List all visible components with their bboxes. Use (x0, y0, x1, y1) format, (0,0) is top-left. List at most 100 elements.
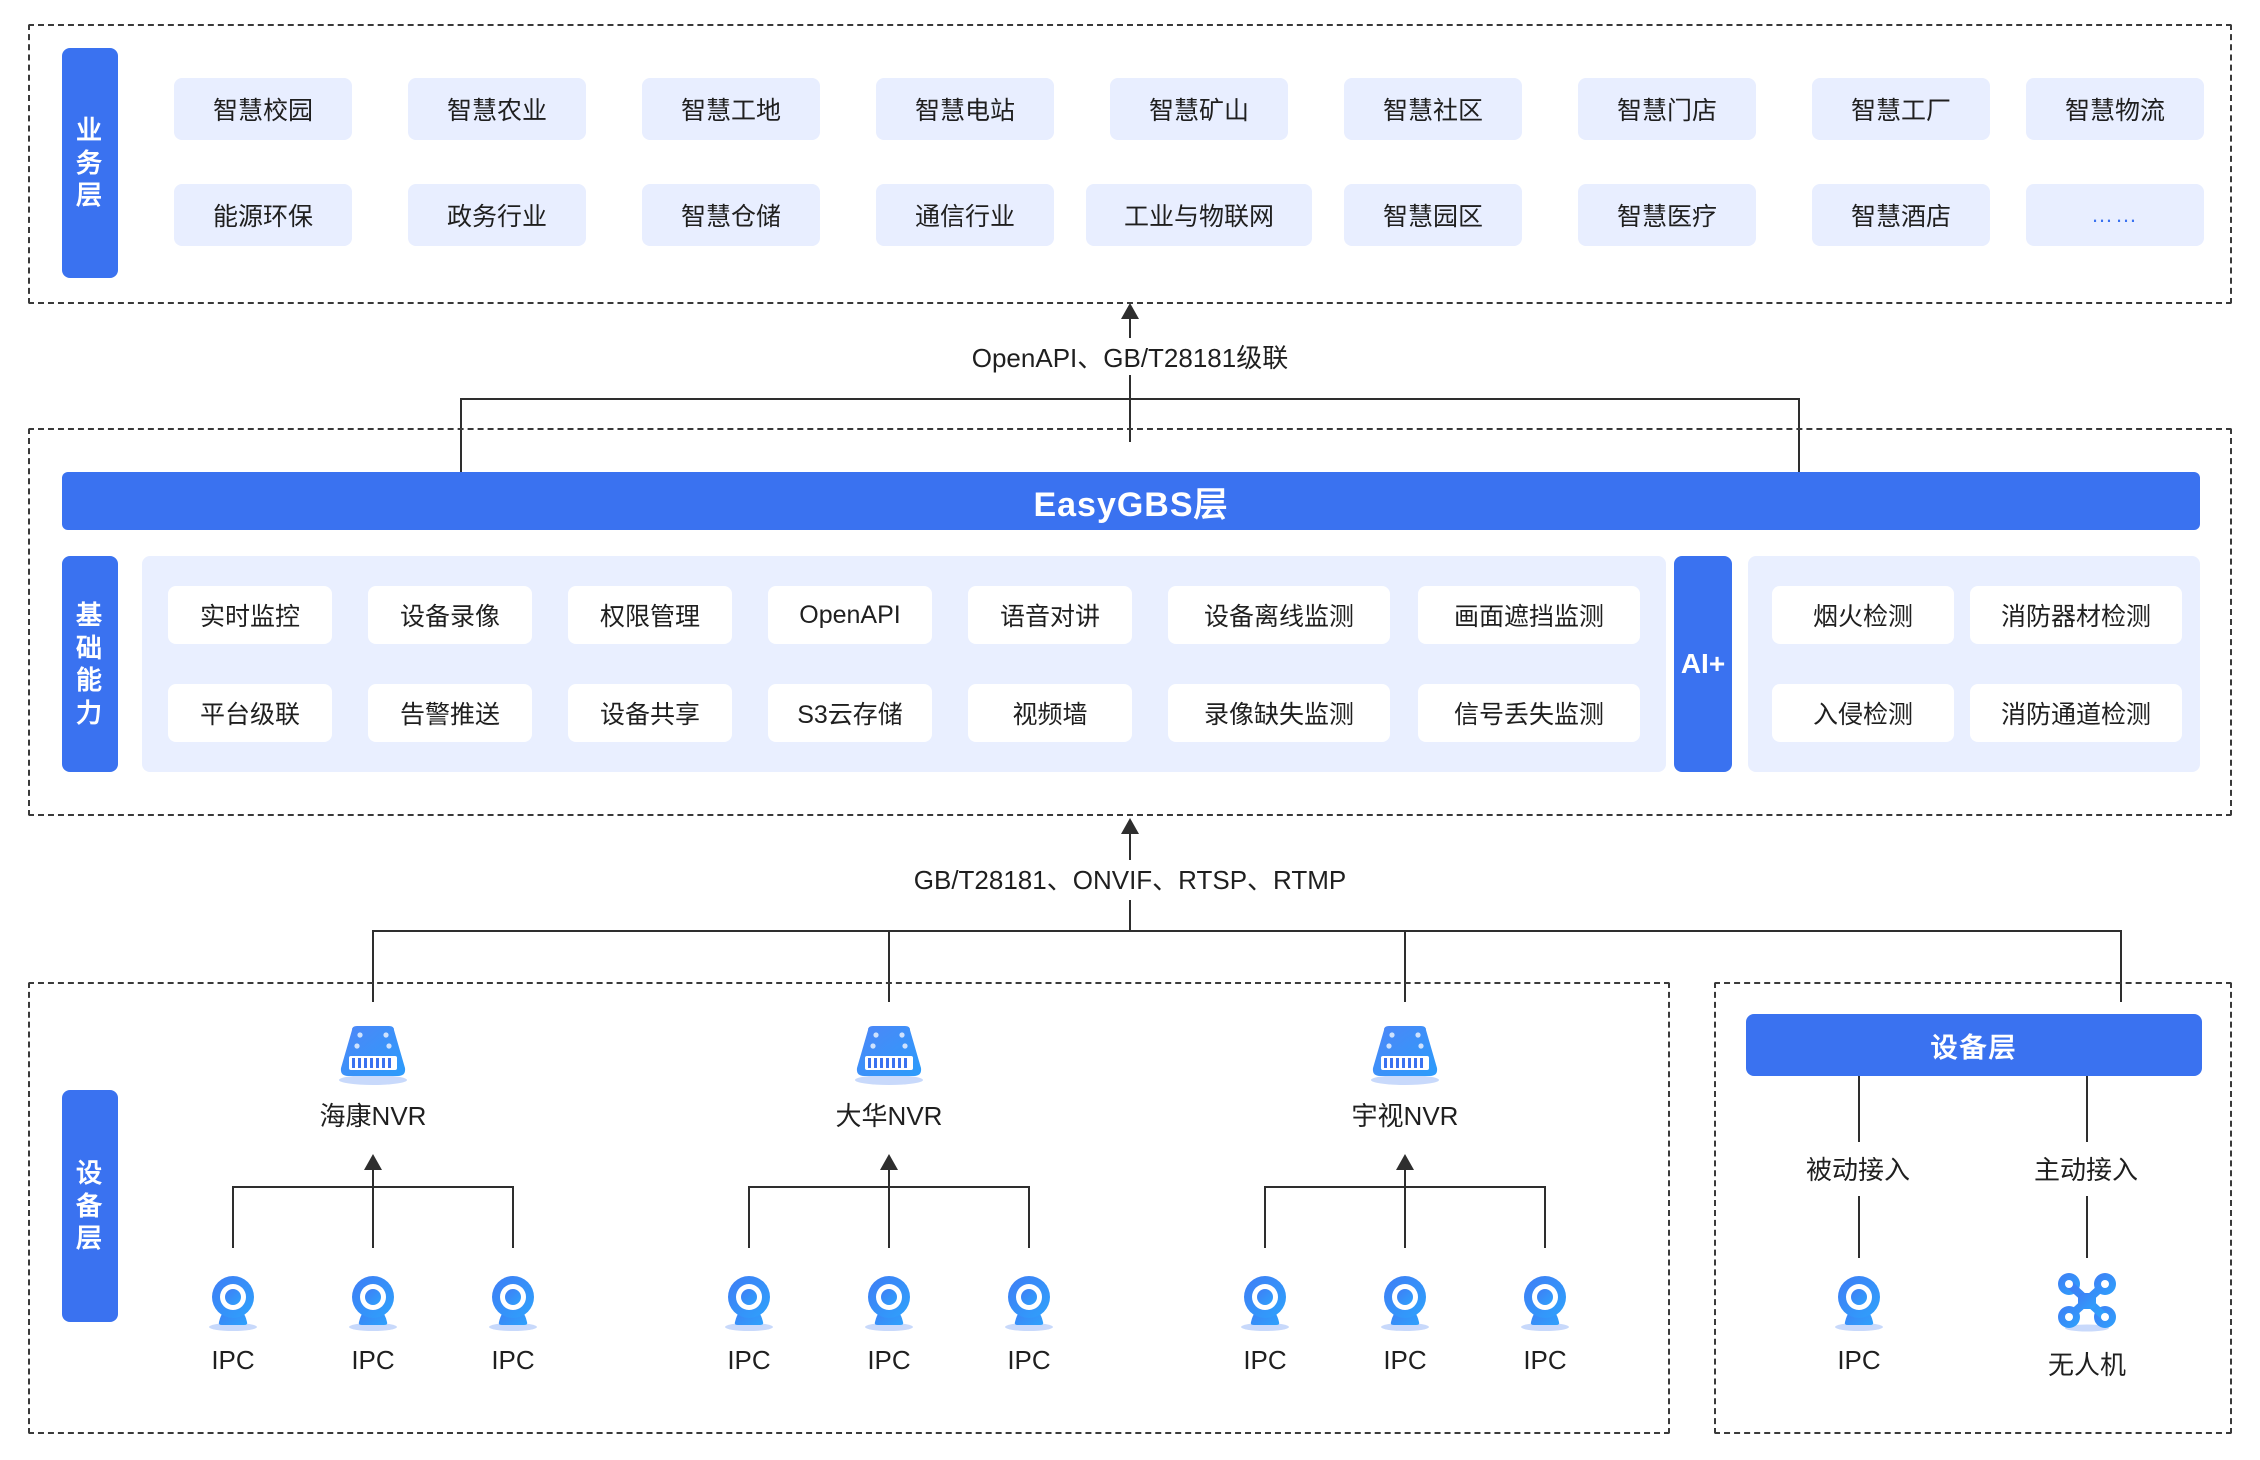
top-connector-drop-right (1798, 398, 1800, 472)
bottom-drop-dahua (888, 930, 890, 1002)
device-layer-right-frame (1714, 982, 2232, 1434)
business-chip-government[interactable]: 政务行业 (408, 184, 586, 246)
capability-screen-obstruction-monitoring[interactable]: 画面遮挡监测 (1418, 586, 1640, 644)
nvr1-child-drop-1 (232, 1186, 234, 1248)
capability-device-offline-monitoring[interactable]: 设备离线监测 (1168, 586, 1390, 644)
chip-label: 录像缺失监测 (1203, 701, 1354, 729)
business-chip-telecom[interactable]: 通信行业 (876, 184, 1054, 246)
business-chip-more[interactable]: …… (2026, 184, 2204, 246)
top-connector-stem-lower (1129, 380, 1131, 442)
chip-label: 智慧物流 (2064, 97, 2165, 125)
right-ipc-label: IPC (1779, 1345, 1939, 1376)
ipc-label: IPC (809, 1345, 969, 1376)
chip-label: 设备离线监测 (1203, 603, 1354, 631)
business-chip-energy-environment[interactable]: 能源环保 (174, 184, 352, 246)
device-layer-right-title-bar: 设备层 (1746, 1014, 2202, 1076)
ai-capability-fire-equipment-detection[interactable]: 消防器材检测 (1970, 586, 2182, 644)
business-chip-smart-agriculture[interactable]: 智慧农业 (408, 78, 586, 140)
ai-capability-smoke-fire-detection[interactable]: 烟火检测 (1772, 586, 1954, 644)
capability-permission-management[interactable]: 权限管理 (568, 586, 732, 644)
chip-label: 信号丢失监测 (1453, 701, 1604, 729)
capability-video-wall[interactable]: 视频墙 (968, 684, 1132, 742)
ipc-label: IPC (1325, 1345, 1485, 1376)
chip-label: …… (2091, 202, 2139, 227)
label-char: 务 (75, 147, 104, 178)
node-text: IPC (211, 1345, 255, 1375)
ipc-camera-icon (1233, 1270, 1297, 1334)
business-chip-smart-store[interactable]: 智慧门店 (1578, 78, 1756, 140)
ipc-camera-icon (997, 1270, 1061, 1334)
chip-label: 画面遮挡监测 (1453, 603, 1604, 631)
nvr1-uplink-arrow-icon (364, 1154, 382, 1170)
capability-live-monitoring[interactable]: 实时监控 (168, 586, 332, 644)
capability-alarm-push[interactable]: 告警推送 (368, 684, 532, 742)
chip-label: 视频墙 (1012, 701, 1088, 729)
nvr-icon (332, 1024, 414, 1086)
capability-platform-cascade[interactable]: 平台级联 (168, 684, 332, 742)
nvr3-child-drop-3 (1544, 1186, 1546, 1248)
chip-label: 智慧门店 (1616, 97, 1717, 125)
business-chip-smart-warehouse[interactable]: 智慧仓储 (642, 184, 820, 246)
business-chip-smart-factory[interactable]: 智慧工厂 (1812, 78, 1990, 140)
bottom-drop-uniview (1404, 930, 1406, 1002)
right-branch-stem-active (2086, 1076, 2088, 1142)
chip-label: 智慧社区 (1382, 97, 1483, 125)
nvr2-child-drop-3 (1028, 1186, 1030, 1248)
capability-openapi[interactable]: OpenAPI (768, 586, 932, 644)
platform-capability-label: 基 础 能 力 (62, 556, 118, 772)
chip-label: 智慧仓储 (680, 203, 781, 231)
chip-label: 权限管理 (599, 603, 700, 631)
business-layer-label: 业 务 层 (62, 48, 118, 278)
bottom-connector-label: GB/T28181、ONVIF、RTSP、RTMP (860, 860, 1400, 897)
platform-layer-frame (28, 428, 2232, 816)
chip-label: 智慧矿山 (1148, 97, 1249, 125)
ai-capability-intrusion-detection[interactable]: 入侵检测 (1772, 684, 1954, 742)
node-text: 宇视NVR (1351, 1101, 1459, 1131)
device-layer-left-label: 设 备 层 (62, 1090, 118, 1322)
bottom-drop-right-devices (2120, 930, 2122, 1002)
bottom-connector-stem-lower (1129, 900, 1131, 932)
business-chip-smart-park[interactable]: 智慧园区 (1344, 184, 1522, 246)
device-layer-right-title: 设备层 (1930, 1032, 2018, 1063)
chip-label: 智慧医疗 (1616, 203, 1717, 231)
business-chip-smart-hotel[interactable]: 智慧酒店 (1812, 184, 1990, 246)
business-chip-smart-mine[interactable]: 智慧矿山 (1110, 78, 1288, 140)
nvr1-child-drop-3 (512, 1186, 514, 1248)
capability-device-sharing[interactable]: 设备共享 (568, 684, 732, 742)
business-chip-industrial-iot[interactable]: 工业与物联网 (1086, 184, 1312, 246)
chip-label: 工业与物联网 (1123, 203, 1274, 231)
capability-recording-loss-monitoring[interactable]: 录像缺失监测 (1168, 684, 1390, 742)
label-char: 备 (75, 1190, 104, 1221)
business-chip-smart-campus[interactable]: 智慧校园 (174, 78, 352, 140)
top-connector-drop-left (460, 398, 462, 472)
chip-label: 通信行业 (914, 203, 1015, 231)
capability-device-recording[interactable]: 设备录像 (368, 586, 532, 644)
business-chip-smart-construction[interactable]: 智慧工地 (642, 78, 820, 140)
capability-voice-intercom[interactable]: 语音对讲 (968, 586, 1132, 644)
business-chip-smart-logistics[interactable]: 智慧物流 (2026, 78, 2204, 140)
nvr3-uplink-arrow-icon (1396, 1154, 1414, 1170)
label-char: 层 (75, 180, 104, 211)
business-chip-smart-power-station[interactable]: 智慧电站 (876, 78, 1054, 140)
label-char: 基 (75, 600, 104, 630)
ipc-label: IPC (1185, 1345, 1345, 1376)
chip-label: 政务行业 (446, 203, 547, 231)
node-text: IPC (1007, 1345, 1051, 1375)
node-text: IPC (867, 1345, 911, 1375)
chip-label: 烟火检测 (1812, 603, 1913, 631)
capability-s3-cloud-storage[interactable]: S3云存储 (768, 684, 932, 742)
ai-capability-fire-lane-detection[interactable]: 消防通道检测 (1970, 684, 2182, 742)
chip-label: 智慧电站 (914, 97, 1015, 125)
capability-signal-loss-monitoring[interactable]: 信号丢失监测 (1418, 684, 1640, 742)
nvr1-child-drop-2 (372, 1186, 374, 1248)
bottom-connector-arrow-icon (1121, 818, 1139, 834)
business-chip-smart-community[interactable]: 智慧社区 (1344, 78, 1522, 140)
passive-access-label: 被动接入 (1758, 1150, 1958, 1187)
chip-label: 智慧酒店 (1850, 203, 1951, 231)
connector-text: OpenAPI、GB/T28181级联 (971, 343, 1289, 373)
business-chip-smart-medical[interactable]: 智慧医疗 (1578, 184, 1756, 246)
ai-plus-label: AI+ (1680, 648, 1726, 679)
nvr-label-hikvision: 海康NVR (273, 1096, 473, 1133)
nvr2-uplink-arrow-icon (880, 1154, 898, 1170)
chip-label: 平台级联 (199, 701, 300, 729)
